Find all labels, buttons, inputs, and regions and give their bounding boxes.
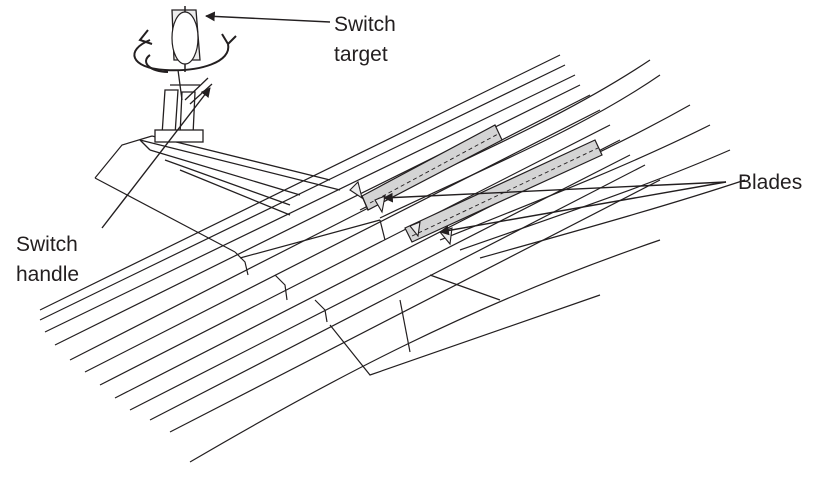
switch-handle-label-line2: handle: [16, 263, 80, 286]
blade-upper: [361, 124, 503, 211]
rail-joints: [234, 219, 386, 323]
diverging-rails: [359, 59, 746, 259]
switch-handle-leader: [101, 87, 211, 229]
pointer-arrow-icon: [101, 11, 727, 236]
blade-lower: [404, 139, 603, 243]
switch-handle-label-line1: Switch: [16, 233, 78, 256]
switch-target-label: Switch target: [334, 10, 396, 70]
switch-handle-label: Switch handle: [16, 230, 79, 290]
ballast-outline: [94, 135, 661, 463]
switch-target-label-line1: Switch: [334, 13, 396, 36]
rotation-arrow-icon: [133, 29, 237, 73]
switch-target-leader: [205, 11, 331, 23]
blades-leader-upper: [383, 181, 727, 203]
switch-target: [171, 6, 201, 72]
blades-leader-lower: [439, 181, 727, 236]
switch-target-label-line2: target: [334, 43, 388, 66]
main-rails: [39, 54, 661, 433]
blades-label: Blades: [738, 171, 803, 194]
